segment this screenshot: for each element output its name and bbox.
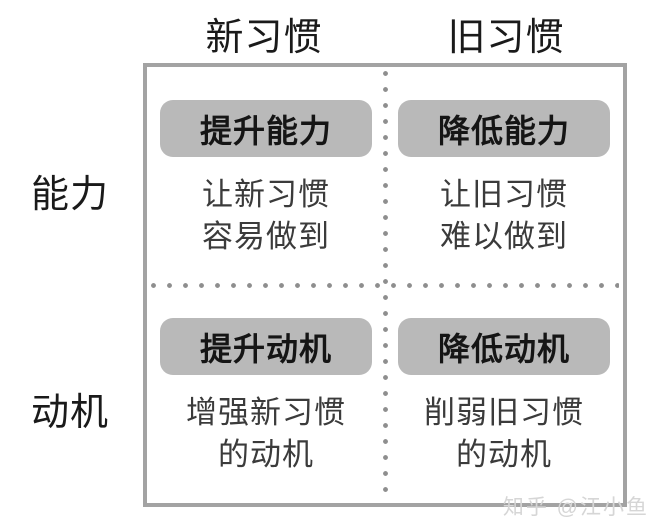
cell-ability-new-habit: 提升能力 让新习惯 容易做到: [147, 67, 385, 285]
cell-text-line: 增强新习惯: [186, 395, 346, 430]
cell-text-line: 的动机: [456, 437, 552, 472]
watermark: 知乎 @江小鱼: [502, 496, 649, 519]
column-header-new-habit: 新习惯: [205, 17, 323, 59]
row-label-motivation: 动机: [30, 392, 109, 434]
row-label-ability: 能力: [30, 174, 109, 216]
matrix-frame: 提升能力 让新习惯 容易做到 降低能力 让旧习惯 难以做到 提升动机 增强新习惯…: [143, 63, 627, 507]
matrix-grid: 提升能力 让新习惯 容易做到 降低能力 让旧习惯 难以做到 提升动机 增强新习惯…: [147, 67, 623, 503]
badge-increase-motivation: 提升动机: [160, 318, 372, 375]
cell-motivation-old-habit: 降低动机 削弱旧习惯 的动机: [385, 285, 623, 503]
badge-decrease-ability: 降低能力: [398, 100, 610, 157]
cell-text-line: 让新习惯: [202, 177, 330, 212]
cell-text-line: 削弱旧习惯: [424, 395, 584, 430]
badge-increase-ability: 提升能力: [160, 100, 372, 157]
cell-ability-old-habit: 降低能力 让旧习惯 难以做到: [385, 67, 623, 285]
cell-text-ability-new-habit: 让新习惯 容易做到: [202, 174, 330, 258]
cell-text-line: 难以做到: [440, 219, 568, 254]
cell-text-line: 的动机: [218, 437, 314, 472]
cell-text-line: 容易做到: [202, 219, 330, 254]
cell-motivation-new-habit: 提升动机 增强新习惯 的动机: [147, 285, 385, 503]
cell-text-ability-old-habit: 让旧习惯 难以做到: [440, 174, 568, 258]
badge-decrease-motivation: 降低动机: [398, 318, 610, 375]
cell-text-motivation-old-habit: 削弱旧习惯 的动机: [424, 392, 584, 476]
column-header-old-habit: 旧习惯: [447, 17, 565, 59]
cell-text-motivation-new-habit: 增强新习惯 的动机: [186, 392, 346, 476]
cell-text-line: 让旧习惯: [440, 177, 568, 212]
